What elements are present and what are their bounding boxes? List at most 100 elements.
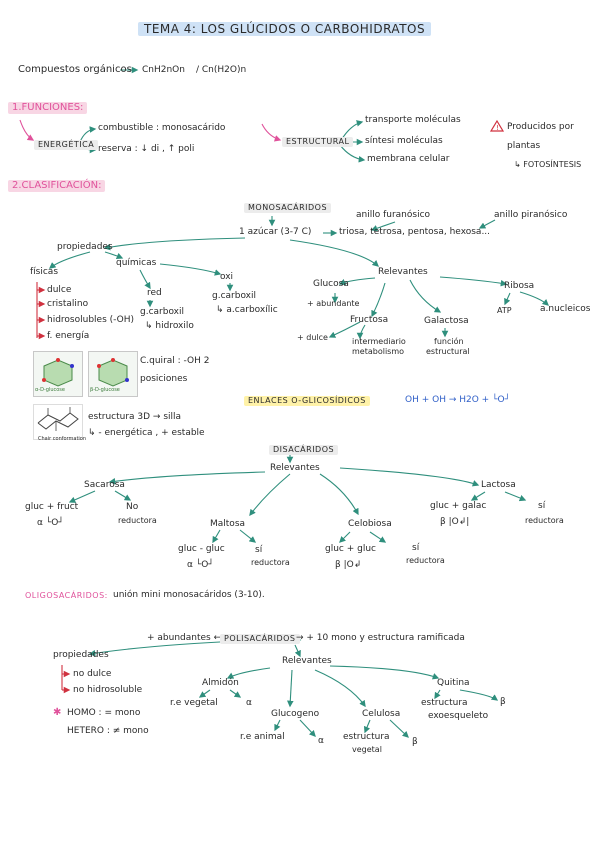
posiciones-text: posiciones	[140, 374, 188, 384]
lactosa-reductora: reductora	[525, 516, 564, 525]
quitina-detail-2: exoesqueleto	[428, 711, 489, 721]
estructura-3d-text: estructura 3D → silla	[88, 412, 182, 422]
warning-text-2: plantas	[507, 141, 541, 151]
maltosa-link: α └O┘	[187, 560, 214, 570]
monosacaridos-title: MONOSACÁRIDOS	[244, 203, 332, 213]
disacaridos-title: DISACÁRIDOS	[269, 445, 339, 455]
reserva-text: reserva : ↓ di , ↑ poli	[98, 144, 195, 154]
almidon-alpha: α	[246, 698, 252, 708]
oxi-g-carboxil: g.carboxil	[212, 291, 257, 301]
alpha-glucose-image	[33, 351, 83, 397]
celulosa-label: Celulosa	[362, 709, 401, 719]
oligosacaridos-title: OLIGOSACÁRIDOS:	[25, 591, 108, 600]
svg-text:!: !	[496, 124, 499, 132]
quimicas-label: químicas	[116, 258, 157, 268]
page-title: TEMA 4: LOS GLÚCIDOS O CARBOHIDRATOS	[138, 22, 432, 36]
lactosa-composition: gluc + galac	[430, 501, 487, 511]
oligosacaridos-definition: unión mini monosacáridos (3-10).	[113, 590, 265, 600]
mono-definition: 1 azúcar (3-7 C)	[239, 227, 312, 237]
fructosa-dulce: + dulce	[297, 333, 328, 342]
poli-propiedades: propiedades	[53, 650, 109, 660]
energetica-label: ENERGÉTICA	[34, 140, 99, 150]
celobiosa-link: β |O↲	[335, 560, 362, 570]
poli-abundantes: + abundantes ←	[147, 633, 222, 643]
sacarosa-no: No	[126, 502, 139, 512]
red-label: red	[147, 288, 162, 298]
quitina-beta: β	[500, 697, 506, 707]
poli-no-hidrosoluble: no hidrosoluble	[73, 685, 143, 695]
glucogeno-detail: r.e animal	[240, 732, 285, 742]
warning-text: Producidos por	[507, 122, 574, 132]
fotosintesis-text: ↳ FOTOSÍNTESIS	[514, 160, 582, 169]
ribosa-nucleicos: a.nucleicos	[540, 304, 591, 314]
c-quiral-text: C.quiral : -OH 2	[140, 356, 210, 366]
beta-glucose-image	[88, 351, 138, 397]
fisica-item-2: cristalino	[47, 299, 89, 309]
polisacaridos-title: POLISACÁRIDOS	[220, 634, 300, 644]
glucosa-abundante: + abundante	[307, 299, 360, 308]
enlaces-formula: OH + OH → H2O + └O┘	[405, 395, 510, 405]
celobiosa-reductora: reductora	[406, 556, 445, 565]
chair-caption: Chair conformation	[38, 436, 87, 442]
sintesis-text: síntesi moléculas	[365, 136, 443, 146]
transporte-text: transporte moléculas	[365, 115, 461, 125]
sacarosa-label: Sacarosa	[84, 480, 125, 490]
clasificacion-heading: 2.CLASIFICACIÓN:	[8, 180, 106, 192]
intro-label: Compuestos orgánicos	[18, 64, 132, 75]
asterisk-icon: ✱	[53, 707, 62, 718]
maltosa-si: sí	[255, 545, 263, 555]
lactosa-label: Lactosa	[481, 480, 516, 490]
ribosa-label: Ribosa	[504, 281, 535, 291]
combustible-text: combustible : monosacárido	[98, 123, 226, 133]
intro-formula-alt: / Cn(H2O)n	[196, 65, 247, 75]
lactosa-si: sí	[538, 501, 546, 511]
glucosa-label: Glucosa	[313, 279, 349, 289]
anillo-furanosico: anillo furanósico	[356, 210, 431, 220]
beta-glucose-caption: β-D-glucose	[90, 387, 120, 393]
funciones-heading: 1.FUNCIONES:	[8, 102, 88, 114]
poli-no-dulce: no dulce	[73, 669, 112, 679]
warning-icon	[489, 119, 505, 132]
sacarosa-reductora: reductora	[118, 516, 157, 525]
fructosa-label: Fructosa	[350, 315, 389, 325]
sacarosa-link: α └O┘	[37, 518, 64, 528]
fisica-item-3: hidrosolubles (-OH)	[47, 315, 134, 325]
galactosa-funcion: función	[434, 337, 464, 346]
sacarosa-composition: gluc + fruct	[25, 502, 79, 512]
poli-definition: → + 10 mono y estructura ramificada	[296, 633, 465, 643]
red-hidroxilo: ↳ hidroxilo	[145, 321, 194, 331]
mono-relevantes: Relevantes	[378, 267, 428, 277]
chair-conformation-image	[33, 404, 83, 440]
quitina-label: Quitina	[437, 678, 470, 688]
enlaces-title: ENLACES O-GLICOSÍDICOS	[244, 396, 370, 406]
maltosa-composition: gluc - gluc	[178, 544, 225, 554]
glucogeno-label: Glucogeno	[271, 709, 320, 719]
estructural-label: ESTRUCTURAL	[282, 137, 354, 147]
celobiosa-label: Celobiosa	[348, 519, 392, 529]
celulosa-detail-2: vegetal	[352, 745, 382, 754]
hetero-text: HETERO : ≠ mono	[67, 726, 149, 736]
fisica-item-4: f. energía	[47, 331, 90, 341]
energetica-estable-text: ↳ - energética , + estable	[88, 428, 205, 438]
homo-text: HOMO : = mono	[67, 708, 141, 718]
propiedades-label: propiedades	[57, 242, 113, 252]
celobiosa-si: sí	[412, 543, 420, 553]
intro-formula: CnH2nOn	[142, 65, 185, 75]
galactosa-estructural: estructural	[426, 347, 470, 356]
fructosa-intermediario: intermediario	[352, 337, 406, 346]
celulosa-detail: estructura	[343, 732, 390, 742]
anillo-piranosico: anillo piranósico	[494, 210, 568, 220]
poli-relevantes: Relevantes	[282, 656, 332, 666]
oxi-a-carboxilic: ↳ a.carboxílic	[216, 305, 278, 315]
membrana-text: membrana celular	[367, 154, 450, 164]
maltosa-reductora: reductora	[251, 558, 290, 567]
fructosa-metabolismo: metabolismo	[352, 347, 405, 356]
fisicas-label: físicas	[30, 267, 59, 277]
mono-types: triosa, tetrosa, pentosa, hexosa...	[339, 227, 491, 237]
lactosa-link: β |O↲|	[440, 517, 470, 527]
di-relevantes: Relevantes	[270, 463, 320, 473]
maltosa-label: Maltosa	[210, 519, 246, 529]
galactosa-label: Galactosa	[424, 316, 469, 326]
almidon-label: Almidón	[202, 678, 239, 688]
